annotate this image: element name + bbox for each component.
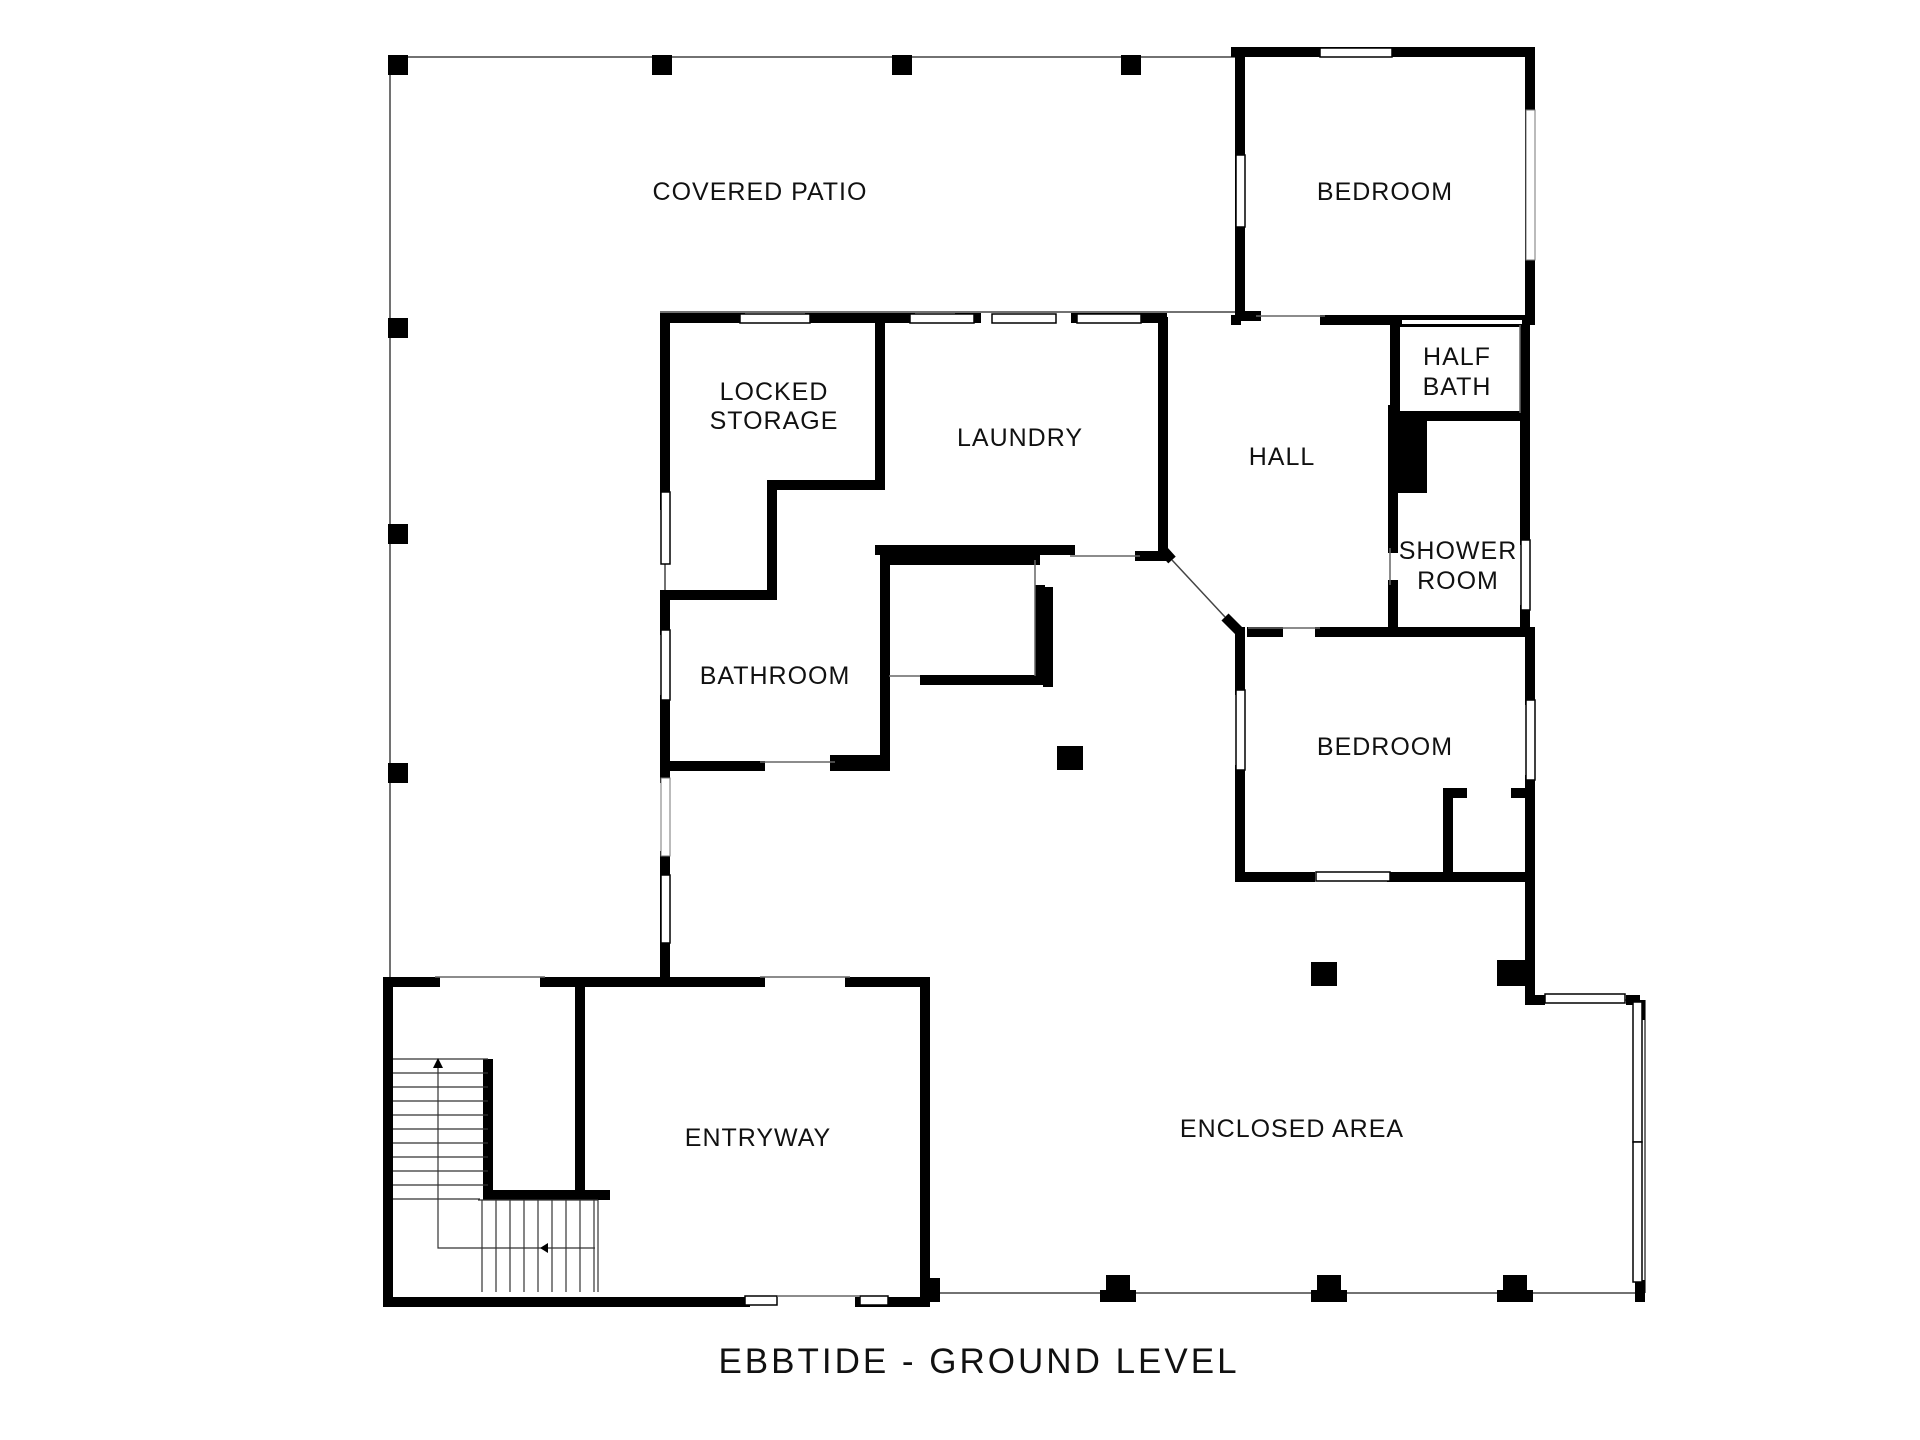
enclosed-walls: [1530, 995, 1645, 1302]
enclosed-area-outline: [925, 999, 1646, 1294]
label-bedroom-mid: BEDROOM: [1317, 733, 1453, 761]
label-bathroom: BATHROOM: [700, 662, 851, 690]
label-enclosed-area: ENCLOSED AREA: [1180, 1115, 1404, 1143]
label-half-bath-line1: HALF: [1423, 343, 1491, 371]
walls: [383, 47, 1535, 1307]
door-openings: [435, 315, 1521, 1297]
windows: [660, 47, 1643, 1306]
diagonal-wall: [1159, 546, 1244, 636]
label-locked-storage-line2: STORAGE: [710, 407, 839, 435]
label-shower-room-line1: SHOWER: [1399, 537, 1518, 565]
stair-arrows: [433, 1058, 548, 1253]
shower-fixture: [1395, 417, 1427, 493]
diagonal-opening: [1171, 559, 1226, 618]
stairs: [393, 1058, 599, 1292]
plan-title: EBBTIDE - GROUND LEVEL: [718, 1342, 1239, 1381]
label-hall: HALL: [1249, 443, 1316, 471]
label-entryway: ENTRYWAY: [685, 1124, 831, 1152]
label-half-bath-line2: BATH: [1423, 373, 1492, 401]
label-covered-patio: COVERED PATIO: [653, 178, 868, 206]
label-laundry: LAUNDRY: [957, 424, 1083, 452]
enclosed-posts: [922, 1275, 1533, 1302]
room-labels: COVERED PATIO BEDROOM LOCKED STORAGE LAU…: [653, 178, 1518, 1152]
enclosed-corner-post: [1497, 960, 1527, 986]
label-shower-room-line2: ROOM: [1417, 567, 1499, 595]
label-bedroom-top: BEDROOM: [1317, 178, 1453, 206]
label-locked-storage-line1: LOCKED: [720, 378, 829, 406]
